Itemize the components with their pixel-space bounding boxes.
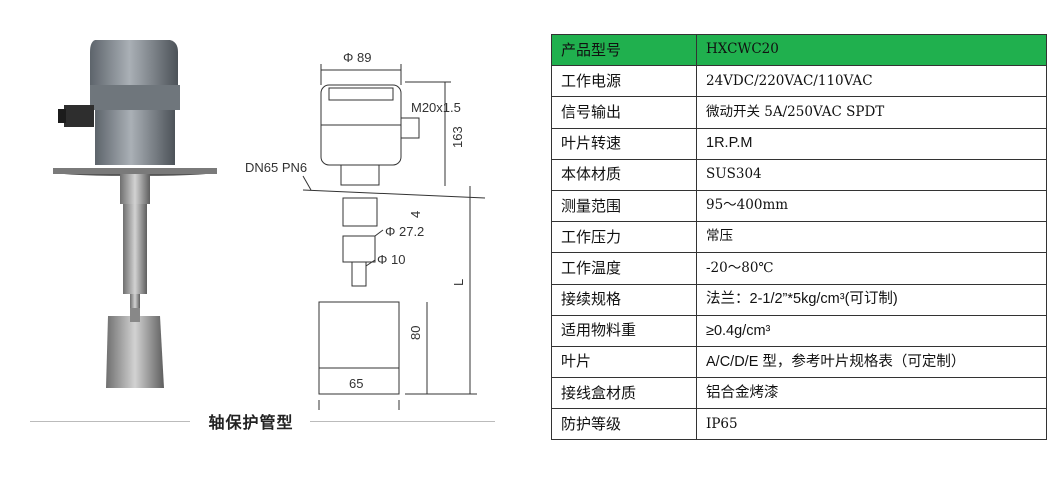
spec-value: HXCWC20 bbox=[696, 33, 1047, 67]
spec-row: 信号输出微动开关 5A/250VAC SPDT bbox=[551, 96, 1047, 129]
spec-value: 铝合金烤漆 bbox=[696, 377, 1047, 410]
spec-label: 工作压力 bbox=[551, 221, 697, 254]
spec-label: 工作电源 bbox=[551, 65, 697, 98]
spec-value: -20～80℃ bbox=[696, 252, 1047, 285]
spec-label: 产品型号 bbox=[551, 33, 697, 67]
spec-value: 常压 bbox=[696, 221, 1047, 254]
spec-label: 工作温度 bbox=[551, 252, 697, 285]
dim-sleeve-label: Φ 27.2 bbox=[385, 224, 424, 239]
dim-width-label: Φ 89 bbox=[343, 50, 371, 65]
spec-value: 1R.P.M bbox=[696, 127, 1047, 160]
dim-height-label: 163 bbox=[450, 126, 465, 148]
spec-row: 接续规格法兰：2-1/2”*5kg/cm³(可订制) bbox=[551, 283, 1047, 316]
dimension-drawing: Φ 89 M20x1.5 163 DN65 PN6 4 Φ 27.2 Φ 10 … bbox=[245, 50, 486, 410]
spec-value: A/C/D/E 型，参考叶片规格表（可定制） bbox=[696, 345, 1047, 379]
spec-value: 95～400mm bbox=[696, 189, 1047, 223]
flange-label: DN65 PN6 bbox=[245, 160, 307, 175]
spec-value: ≥0.4g/cm³ bbox=[696, 314, 1047, 347]
dim-blade-height-label: 80 bbox=[408, 326, 423, 340]
spec-row: 工作温度-20～80℃ bbox=[551, 252, 1047, 285]
dim-blade-width-label: 65 bbox=[349, 376, 363, 391]
spec-label: 适用物料重 bbox=[551, 314, 697, 347]
spec-value: 微动开关 5A/250VAC SPDT bbox=[696, 96, 1047, 129]
caption-divider-left bbox=[30, 421, 190, 422]
spec-label: 防护等级 bbox=[551, 408, 697, 441]
spec-row: 适用物料重≥0.4g/cm³ bbox=[551, 314, 1047, 347]
spec-row: 工作压力常压 bbox=[551, 221, 1047, 254]
spec-value: SUS304 bbox=[696, 158, 1047, 191]
spec-label: 测量范围 bbox=[551, 189, 697, 223]
spec-label: 叶片 bbox=[551, 345, 697, 379]
spec-label: 信号输出 bbox=[551, 96, 697, 129]
spec-value: 24VDC/220VAC/110VAC bbox=[696, 65, 1047, 98]
spec-label: 本体材质 bbox=[551, 158, 697, 191]
dim-shaft-label: Φ 10 bbox=[377, 252, 405, 267]
product-photo bbox=[53, 40, 217, 388]
figure-caption: 轴保护管型 bbox=[208, 413, 294, 432]
spec-row-header: 产品型号 HXCWC20 bbox=[551, 33, 1047, 67]
caption-divider-right bbox=[310, 421, 495, 422]
dim-thread-label: M20x1.5 bbox=[411, 100, 461, 115]
dim-small-label: 4 bbox=[408, 211, 423, 218]
spec-value: 法兰：2-1/2”*5kg/cm³(可订制) bbox=[696, 283, 1047, 316]
spec-label: 叶片转速 bbox=[551, 127, 697, 160]
spec-value: IP65 bbox=[696, 408, 1047, 441]
spec-label: 接续规格 bbox=[551, 283, 697, 316]
spec-row: 接线盒材质铝合金烤漆 bbox=[551, 377, 1047, 410]
spec-label: 接线盒材质 bbox=[551, 377, 697, 410]
dim-l-label: L bbox=[451, 279, 466, 286]
